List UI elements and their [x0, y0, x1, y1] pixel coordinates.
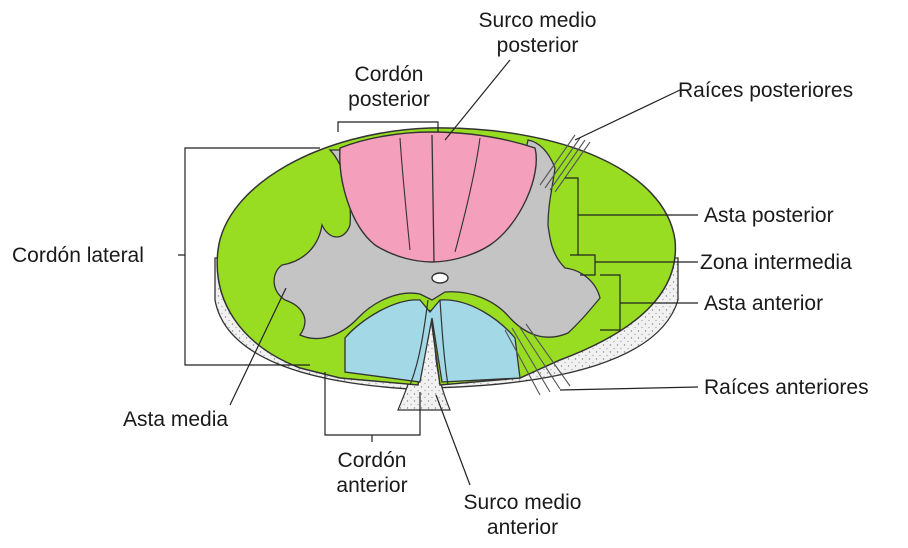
label-raices-anteriores: Raíces anteriores — [704, 375, 869, 400]
cordon-anterior-line-1: Cordón — [318, 448, 426, 473]
surco-anterior-line-2: anterior — [455, 515, 590, 540]
cordon-anterior-line-2: anterior — [318, 473, 426, 498]
surco-anterior-leader — [436, 395, 470, 485]
label-asta-anterior: Asta anterior — [704, 291, 823, 316]
label-cordon-lateral: Cordón lateral — [12, 243, 144, 268]
label-surco-medio-posterior: Surco medio posterior — [470, 8, 605, 58]
label-cordon-anterior: Cordón anterior — [318, 448, 426, 498]
raices-anteriores-leader — [560, 387, 698, 390]
surco-anterior-line-1: Surco medio — [455, 490, 590, 515]
cordon-posterior-line-1: Cordón — [330, 62, 448, 87]
label-surco-medio-anterior: Surco medio anterior — [455, 490, 590, 540]
label-asta-posterior: Asta posterior — [704, 203, 834, 228]
label-raices-posteriores: Raíces posteriores — [678, 78, 853, 103]
raices-posteriores-leader — [575, 90, 680, 140]
surco-posterior-line-2: posterior — [470, 33, 605, 58]
cordon-posterior-line-2: posterior — [330, 87, 448, 112]
surco-posterior-leader — [445, 60, 510, 140]
central-canal — [432, 273, 448, 283]
label-cordon-posterior: Cordón posterior — [330, 62, 448, 112]
surco-posterior-line-1: Surco medio — [470, 8, 605, 33]
label-asta-media: Asta media — [123, 407, 228, 432]
label-zona-intermedia: Zona intermedia — [700, 250, 852, 275]
